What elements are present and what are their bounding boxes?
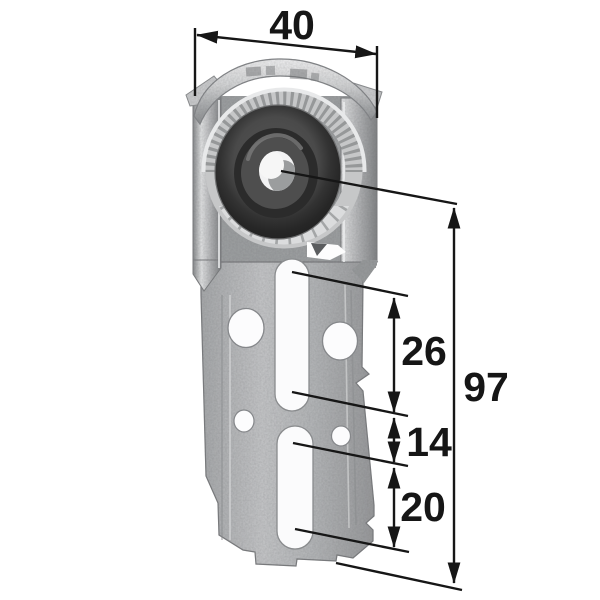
mounting-hole-left — [227, 307, 265, 349]
side-flange-left-tip — [192, 259, 222, 292]
extension-line-upper-slot-top — [291, 270, 409, 298]
dimension-annotations: 40 97 26 14 20 — [193, 2, 509, 592]
cap-stamp-marks — [245, 65, 320, 82]
dimension-label-upper-slot: 26 — [401, 328, 447, 374]
mounting-slot-lower — [276, 425, 314, 550]
extension-line-lower-slot-bottom — [294, 527, 410, 554]
extension-line-bottom-edge — [335, 561, 463, 592]
side-flange-right-step — [352, 260, 377, 283]
extension-line-bore-center — [280, 169, 458, 206]
mounting-hole-right — [321, 321, 359, 361]
dimension-label-height: 97 — [463, 364, 509, 410]
dimension-label-width: 40 — [269, 2, 315, 48]
dimension-label-gap: 14 — [406, 419, 452, 465]
bracket-photo — [185, 58, 383, 567]
cap-bright-rim — [201, 87, 367, 172]
bore-highlight — [259, 151, 284, 179]
small-hole-right — [330, 425, 352, 447]
bearing-housing-cap — [193, 58, 378, 126]
mounting-slot-upper — [274, 258, 310, 412]
dimension-label-lower-slot: 20 — [400, 484, 446, 530]
dimension-line-width — [196, 30, 377, 59]
crimp-tongue — [311, 243, 327, 256]
boss-highlight — [246, 133, 303, 161]
bearing-grommet — [201, 87, 367, 249]
small-hole-left — [233, 409, 255, 433]
bearing-rollers — [205, 91, 363, 172]
